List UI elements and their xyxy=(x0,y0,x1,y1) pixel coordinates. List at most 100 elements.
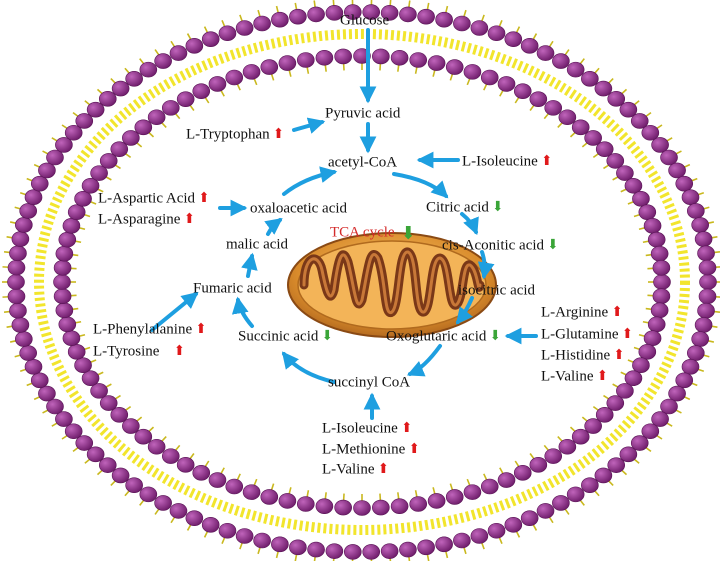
lipid-head xyxy=(55,411,73,427)
lipid-head xyxy=(390,498,409,515)
lipid-head xyxy=(681,359,700,375)
lipid-head xyxy=(55,137,73,153)
lipid-head xyxy=(581,477,599,493)
lipid-head xyxy=(122,418,140,434)
lipid-head xyxy=(399,6,417,23)
lipid-head xyxy=(487,25,506,42)
lipid-head xyxy=(134,119,153,136)
lipid-head xyxy=(253,532,271,549)
lipid-head xyxy=(53,274,71,290)
tryptophan-label: L-Tryptophan⬆ xyxy=(186,126,285,143)
lipid-head xyxy=(86,446,105,463)
lipid-head xyxy=(185,38,204,54)
lipid-head xyxy=(161,448,180,464)
lipid-head xyxy=(99,395,118,411)
lipid-head xyxy=(552,53,570,69)
lipid-head xyxy=(619,446,638,463)
lipid-head xyxy=(19,345,37,361)
lipid-head xyxy=(38,385,56,402)
valine-bottom-label: L-Valine⬆ xyxy=(322,461,390,478)
lipid-head xyxy=(641,124,660,141)
lipid-head xyxy=(169,503,188,519)
lipid-head xyxy=(38,162,56,179)
lipid-head xyxy=(536,45,555,61)
green-down-arrow-icon: ⬇ xyxy=(321,328,334,344)
oxoglutaric-acid-label: Oxoglutaric acid⬇ xyxy=(386,328,502,345)
lipid-head xyxy=(98,457,117,473)
lipid-head xyxy=(315,498,334,515)
red-up-arrow-icon: ⬆ xyxy=(272,126,285,142)
isoleucine-bottom-label: L-Isoleucine⬆ xyxy=(322,420,413,437)
lipid-head xyxy=(58,316,77,333)
lipid-head xyxy=(24,359,43,375)
arrow-oxaloacetic-to-acetylcoa xyxy=(282,166,338,196)
lipid-head xyxy=(409,52,428,68)
lipid-head xyxy=(9,245,27,262)
lipid-head xyxy=(595,407,614,423)
lipid-head xyxy=(225,69,244,86)
lipid-head xyxy=(307,6,325,23)
glutamine-label: L-Glutamine⬆ xyxy=(541,326,634,343)
lipid-head xyxy=(681,189,700,205)
lipid-head xyxy=(334,48,352,65)
arrow-cisaconitic-to-isocitric xyxy=(477,250,495,280)
mitochondrion-icon xyxy=(287,232,497,338)
lipid-head xyxy=(552,495,570,511)
lipid-head xyxy=(687,345,705,361)
lipid-head xyxy=(536,503,555,519)
lipid-head xyxy=(630,113,649,129)
lipid-head xyxy=(75,435,94,451)
pyruvic-acid-label: Pyruvic acid xyxy=(325,105,401,122)
red-up-arrow-icon: ⬆ xyxy=(198,190,210,206)
lipid-head xyxy=(619,101,638,118)
lipid-head xyxy=(698,259,717,276)
valine-right-label: L-Valine⬆ xyxy=(541,368,609,385)
lipid-head xyxy=(435,11,453,28)
lipid-head xyxy=(225,478,244,495)
lipid-head xyxy=(650,245,669,262)
lipid-head xyxy=(687,203,705,219)
lipid-head xyxy=(380,543,399,559)
lipid-head xyxy=(632,357,650,373)
lipid-head xyxy=(139,61,158,78)
lipid-head xyxy=(660,149,678,166)
lipid-head xyxy=(513,465,532,481)
lipid-head xyxy=(81,370,100,387)
lipid-head xyxy=(9,302,27,319)
lipid-head xyxy=(154,495,172,511)
arrow-citric-to-cisaconitic xyxy=(460,212,479,236)
lipid-head xyxy=(296,496,315,512)
lipid-head xyxy=(435,536,453,553)
arginine-label: L-Arginine⬆ xyxy=(541,304,623,321)
lipid-head xyxy=(607,91,626,107)
malic-acid-label: malic acid xyxy=(226,236,289,253)
lipid-head xyxy=(399,541,417,558)
red-up-arrow-icon: ⬆ xyxy=(183,211,196,227)
red-up-arrow-icon: ⬆ xyxy=(540,153,553,169)
lipid-head xyxy=(74,191,92,207)
lipid-head xyxy=(64,423,83,440)
lipid-head xyxy=(362,544,381,560)
lipid-head xyxy=(606,395,625,411)
lipid-head xyxy=(675,175,694,192)
lipid-head xyxy=(694,231,713,247)
arrow-phenylalanine-to-fumaric xyxy=(150,291,199,332)
lipid-head xyxy=(53,288,72,304)
lipid-head xyxy=(566,61,585,78)
lipid-head xyxy=(343,544,362,560)
lipid-head xyxy=(558,109,577,126)
succinic-acid-label: Succinic acid⬇ xyxy=(238,328,334,345)
lipid-head xyxy=(566,486,585,503)
lipid-head xyxy=(46,149,64,166)
lipid-head xyxy=(504,517,523,533)
lipid-head xyxy=(218,25,237,42)
lipid-head xyxy=(504,31,523,47)
lipid-head xyxy=(64,124,83,141)
lipid-head xyxy=(651,411,669,427)
lipid-head xyxy=(453,532,471,549)
lipid-head xyxy=(691,331,709,347)
lipid-head xyxy=(409,496,428,512)
lipid-head xyxy=(192,465,211,481)
lipid-head xyxy=(647,231,666,248)
